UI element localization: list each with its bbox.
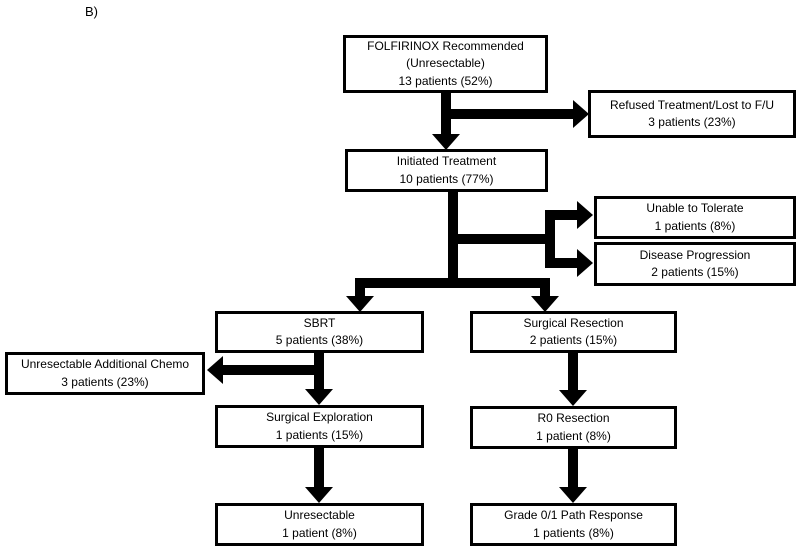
node-unable-to-tolerate: Unable to Tolerate 1 patients (8%) (594, 196, 796, 239)
arrowhead-right-unable (577, 201, 593, 229)
node-unresectable-text: Unresectable 1 patient (8%) (282, 508, 357, 540)
node-surgical-resection-text: Surgical Resection 2 patients (15%) (523, 315, 624, 347)
arrowhead-down-grade (559, 487, 587, 503)
node-sbrt: SBRT 5 patients (38%) (215, 311, 424, 353)
node-folfirinox-text: FOLFIRINOX Recommended (Unresectable) 13… (367, 38, 524, 88)
node-unresectable: Unresectable 1 patient (8%) (215, 503, 424, 546)
arrowhead-right-disease (577, 249, 593, 277)
arrowhead-right-refused (573, 100, 589, 128)
node-folfirinox-recommended: FOLFIRINOX Recommended (Unresectable) 13… (343, 35, 548, 93)
node-unresectable-additional-chemo: Unresectable Additional Chemo 3 patients… (5, 352, 205, 395)
node-surgical-resection: Surgical Resection 2 patients (15%) (470, 311, 677, 353)
node-r0-text: R0 Resection 1 patient (8%) (536, 411, 611, 443)
arrowhead-down-unresectable (305, 487, 333, 503)
arrowhead-down-exploration (305, 389, 333, 405)
arrowhead-down-surgical-resection (531, 296, 559, 312)
node-sbrt-text: SBRT 5 patients (38%) (275, 315, 364, 347)
node-refused-treatment: Refused Treatment/Lost to F/U 3 patients… (588, 90, 796, 138)
node-surgical-exploration: Surgical Exploration 1 patients (15%) (215, 405, 424, 448)
figure-label: B) (85, 4, 98, 19)
node-initiated-text: Initiated Treatment 10 patients (77%) (396, 154, 497, 186)
node-surgical-exploration-text: Surgical Exploration 1 patients (15%) (266, 410, 373, 442)
arrowhead-left-chemo (207, 356, 223, 384)
node-refused-text: Refused Treatment/Lost to F/U 3 patients… (609, 97, 775, 129)
node-initiated-treatment: Initiated Treatment 10 patients (77%) (345, 149, 548, 192)
node-r0-resection: R0 Resection 1 patient (8%) (470, 406, 677, 449)
node-grade-path-response: Grade 0/1 Path Response 1 patients (8%) (470, 503, 677, 546)
node-unable-text: Unable to Tolerate 1 patients (8%) (646, 201, 744, 233)
arrowhead-down-initiated (432, 134, 460, 150)
arrowhead-down-r0 (559, 390, 587, 406)
node-unresectable-chemo-text: Unresectable Additional Chemo 3 patients… (20, 357, 190, 389)
node-disease-progression: Disease Progression 2 patients (15%) (594, 242, 796, 286)
node-disease-text: Disease Progression 2 patients (15%) (639, 247, 751, 279)
node-grade-text: Grade 0/1 Path Response 1 patients (8%) (504, 508, 643, 540)
arrowhead-down-sbrt (346, 296, 374, 312)
